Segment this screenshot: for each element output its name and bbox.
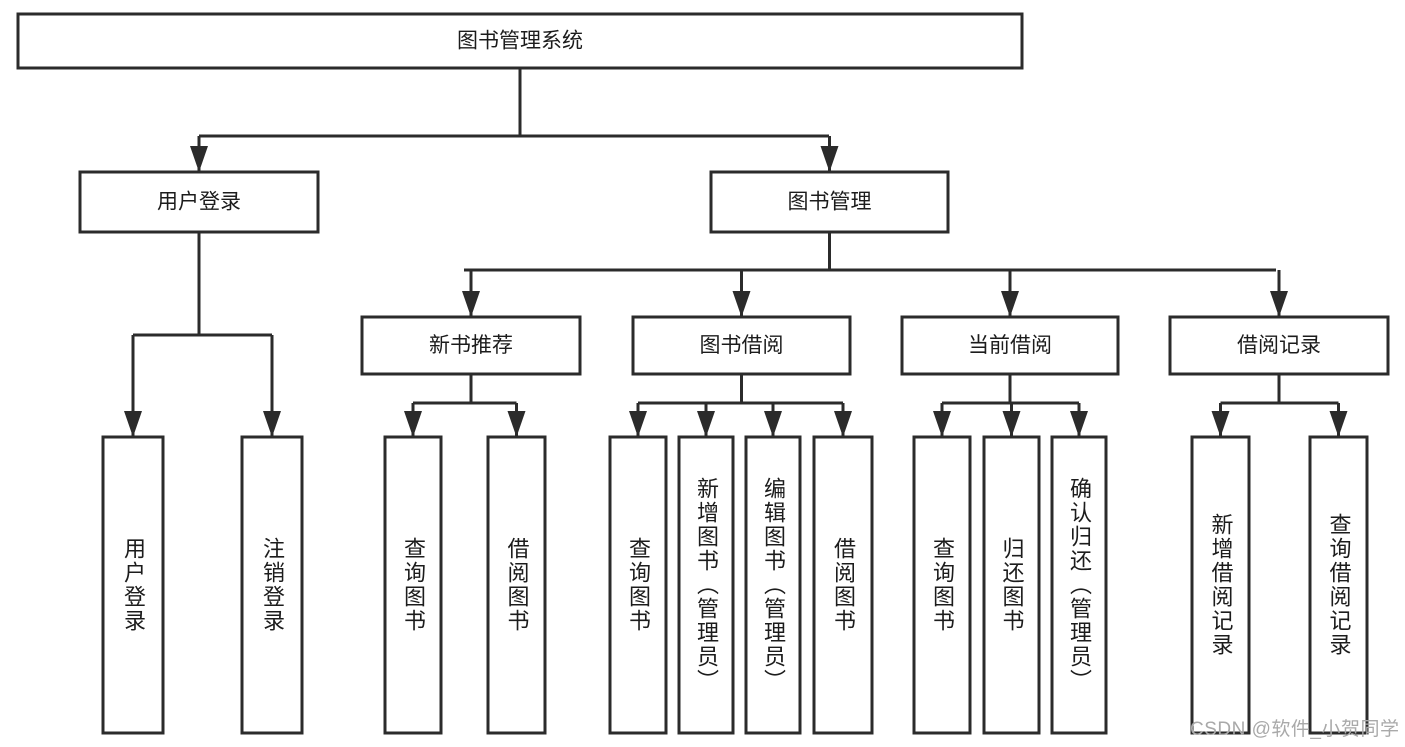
- node-box-book-borrow[interactable]: [631, 315, 852, 376]
- node-box-leaf-borrow-book-1[interactable]: [486, 435, 547, 735]
- node-current-borrow[interactable]: [900, 315, 1120, 376]
- node-leaf-borrow-book-2[interactable]: [812, 435, 874, 735]
- node-box-current-borrow[interactable]: [900, 315, 1120, 376]
- node-box-leaf-user-login[interactable]: [101, 435, 165, 735]
- node-label-new-book-rec: 新书推荐: [429, 334, 513, 357]
- node-label-borrow-record: 借阅记录: [1237, 334, 1321, 357]
- node-box-layer: [16, 12, 1390, 735]
- arrow-head-icon-leaf-query-book-1: [404, 411, 422, 437]
- arrow-head-icon-leaf-query-record: [1329, 411, 1348, 437]
- node-box-new-book-rec[interactable]: [360, 315, 582, 376]
- arrow-head-icon-current-borrow: [1001, 291, 1019, 317]
- node-box-leaf-query-book-2[interactable]: [608, 435, 668, 735]
- node-leaf-user-login[interactable]: [101, 435, 165, 735]
- arrow-head-icon-leaf-query-book-2: [629, 411, 647, 437]
- node-leaf-query-book-2[interactable]: [608, 435, 668, 735]
- node-box-leaf-add-record[interactable]: [1190, 435, 1251, 735]
- node-leaf-query-book-3[interactable]: [912, 435, 972, 735]
- node-label-root: 图书管理系统: [457, 30, 583, 53]
- node-box-leaf-query-record[interactable]: [1308, 435, 1369, 735]
- arrow-head-icon-leaf-user-logout: [263, 411, 281, 437]
- node-leaf-confirm-return[interactable]: [1050, 435, 1108, 735]
- arrow-head-icon-new-book-rec: [462, 291, 480, 317]
- node-book-borrow[interactable]: [631, 315, 852, 376]
- arrow-head-icon-leaf-query-book-3: [933, 411, 951, 437]
- arrow-head-icon-leaf-confirm-return: [1070, 411, 1088, 437]
- arrow-head-icon-leaf-edit-book: [764, 411, 782, 437]
- arrow-head-icon-leaf-borrow-book-1: [507, 411, 526, 437]
- node-box-borrow-record[interactable]: [1168, 315, 1390, 376]
- node-leaf-edit-book[interactable]: [744, 435, 802, 735]
- node-label-book-borrow: 图书借阅: [700, 334, 784, 357]
- node-leaf-user-logout[interactable]: [240, 435, 304, 735]
- arrow-head-icon-leaf-borrow-book-2: [834, 411, 852, 437]
- arrow-head-icon-borrow-record: [1270, 291, 1288, 317]
- node-box-leaf-confirm-return[interactable]: [1050, 435, 1108, 735]
- connector-layer: [124, 68, 1348, 437]
- arrow-head-icon-leaf-user-login: [124, 411, 142, 437]
- arrow-head-icon-leaf-add-record: [1211, 411, 1230, 437]
- node-box-leaf-return-book[interactable]: [982, 435, 1041, 735]
- node-book-manage[interactable]: [709, 170, 950, 234]
- watermark-text: CSDN @软件_小贺同学: [1190, 719, 1400, 740]
- node-new-book-rec[interactable]: [360, 315, 582, 376]
- arrow-head-icon-leaf-return-book: [1002, 411, 1021, 437]
- arrow-head-icon-leaf-add-book: [697, 411, 715, 437]
- node-leaf-borrow-book-1[interactable]: [486, 435, 547, 735]
- node-box-leaf-user-logout[interactable]: [240, 435, 304, 735]
- node-leaf-query-record[interactable]: [1308, 435, 1369, 735]
- node-box-leaf-add-book[interactable]: [677, 435, 735, 735]
- node-box-leaf-borrow-book-2[interactable]: [812, 435, 874, 735]
- node-label-book-manage: 图书管理: [788, 191, 872, 214]
- node-label-current-borrow: 当前借阅: [968, 334, 1052, 357]
- node-leaf-add-book[interactable]: [677, 435, 735, 735]
- node-box-user-login[interactable]: [78, 170, 320, 234]
- node-borrow-record[interactable]: [1168, 315, 1390, 376]
- node-leaf-query-book-1[interactable]: [383, 435, 443, 735]
- node-box-leaf-query-book-1[interactable]: [383, 435, 443, 735]
- node-leaf-return-book[interactable]: [982, 435, 1041, 735]
- node-leaf-add-record[interactable]: [1190, 435, 1251, 735]
- node-user-login[interactable]: [78, 170, 320, 234]
- arrow-head-icon-book-borrow: [732, 291, 751, 317]
- node-root[interactable]: [16, 12, 1024, 70]
- node-box-root[interactable]: [16, 12, 1024, 70]
- node-box-leaf-edit-book[interactable]: [744, 435, 802, 735]
- node-box-leaf-query-book-3[interactable]: [912, 435, 972, 735]
- node-label-user-login: 用户登录: [157, 191, 241, 214]
- node-box-book-manage[interactable]: [709, 170, 950, 234]
- arrow-head-icon-user-login: [190, 146, 208, 172]
- arrow-head-icon-book-manage: [820, 146, 839, 172]
